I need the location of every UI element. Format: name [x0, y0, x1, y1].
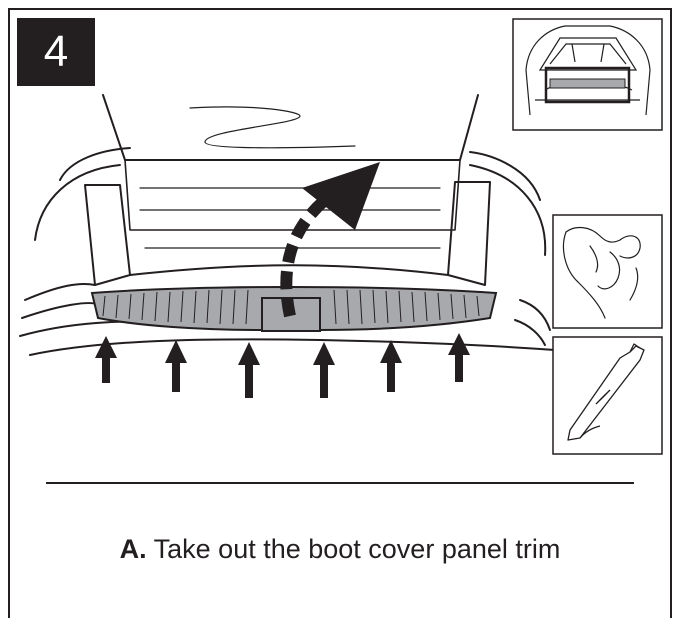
trim-removal-tool-icon: [552, 336, 663, 455]
outer-frame: [8, 8, 672, 618]
up-arrow-3: [238, 342, 260, 398]
car-rear-view-icon: [512, 18, 663, 131]
up-arrow-1: [95, 336, 117, 383]
up-arrow-5: [380, 340, 402, 392]
instruction-letter: A.: [119, 534, 147, 564]
up-arrow-6: [448, 333, 470, 382]
instruction-text: Take out the boot cover panel trim: [153, 534, 561, 564]
instruction-caption: A. Take out the boot cover panel trim: [0, 534, 680, 565]
hand-pinch-icon: [552, 214, 663, 329]
up-arrow-2: [165, 340, 187, 392]
boot-illustration: [19, 94, 556, 356]
pull-up-arrows: [95, 333, 470, 398]
lift-up-arrow: [280, 162, 380, 318]
up-arrow-4: [313, 342, 335, 398]
step-number-badge: 4: [17, 18, 95, 86]
